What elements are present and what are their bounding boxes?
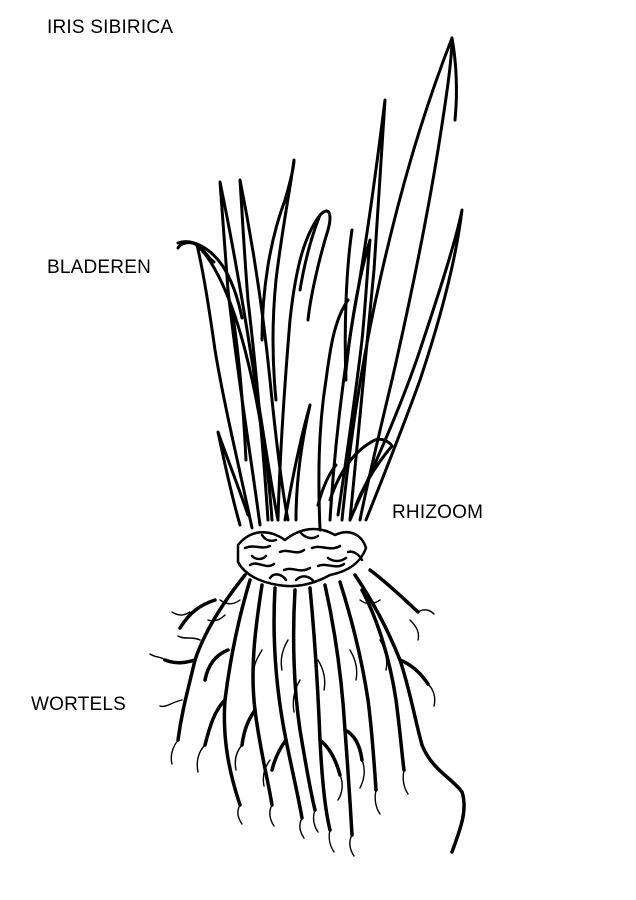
roots xyxy=(163,568,466,854)
label-roots: WORTELS xyxy=(31,694,127,715)
leaves-right xyxy=(316,36,464,532)
label-leaves: BLADEREN xyxy=(47,257,152,278)
label-rhizome: RHIZOOM xyxy=(392,502,484,523)
rhizome xyxy=(236,527,368,588)
leaves-left xyxy=(176,158,332,530)
diagram-title: IRIS SIBIRICA xyxy=(47,17,174,38)
root-hairs xyxy=(149,599,436,857)
